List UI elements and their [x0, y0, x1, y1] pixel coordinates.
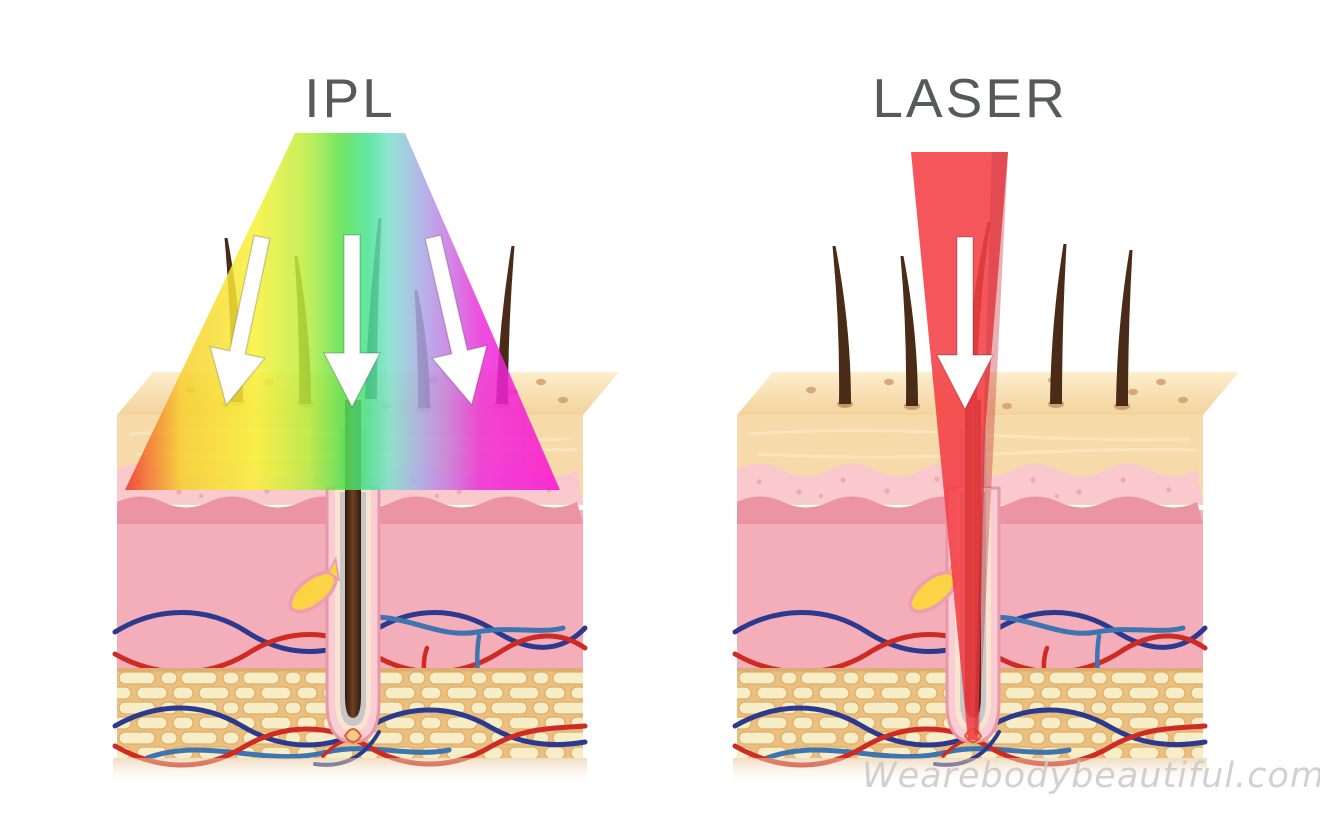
ipl-title: IPL [304, 67, 396, 129]
ipl-panel [113, 133, 619, 786]
watermark: Wearebodybeautiful.com [862, 756, 1320, 796]
ipl-light-cone [125, 133, 560, 490]
laser-title: LASER [872, 67, 1068, 129]
laser-panel [733, 152, 1239, 786]
